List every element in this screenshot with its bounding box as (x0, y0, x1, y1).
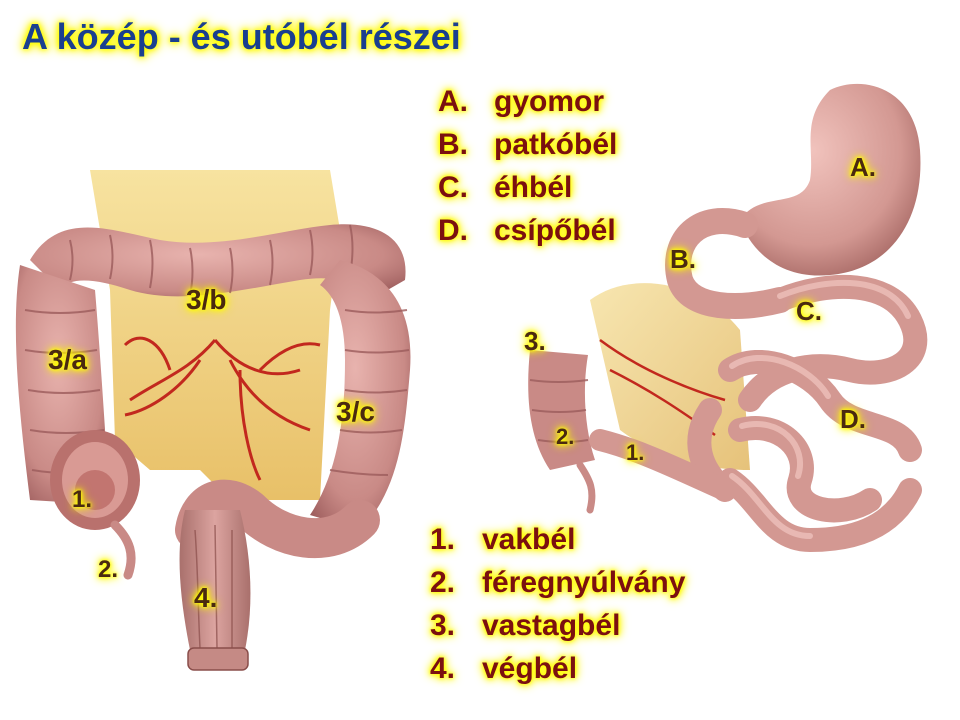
label-2-right: 2. (556, 424, 575, 449)
transverse-colon (30, 224, 406, 300)
legend-item: D. csípőbél (438, 209, 617, 252)
page-title: A közép - és utóbél részei (22, 16, 461, 57)
label-3b: 3/b (186, 284, 227, 315)
terminal-ileum (589, 429, 736, 501)
legend-text: csípőbél (494, 213, 616, 247)
legend-key: 3. (430, 608, 456, 642)
legend-key: C. (438, 170, 468, 204)
appendix (110, 520, 136, 580)
legend-key: 4. (430, 651, 456, 685)
legend-text: patkóbél (494, 127, 618, 161)
label-1-right: 1. (626, 440, 645, 465)
legend-text: végbél (482, 651, 578, 685)
legend-item: A. gyomor (438, 80, 617, 123)
legend-key: D. (438, 213, 468, 247)
legend-text: vastagbél (482, 608, 621, 642)
legend-text: vakbél (482, 522, 576, 556)
sigmoid-colon (175, 479, 380, 559)
legend-text: éhbél (494, 170, 573, 204)
label-4: 4. (194, 582, 218, 613)
label-3: 3. (524, 326, 546, 356)
legend-digestive-parts: A. gyomor B. patkóbél C. éhbél D. csípőb… (438, 80, 617, 252)
label-3c: 3/c (336, 396, 375, 427)
legend-item: 2. féregnyúlvány (430, 561, 685, 604)
appendix (576, 461, 596, 514)
legend-item: 1. vakbél (430, 518, 685, 561)
label-3a: 3/a (48, 344, 87, 375)
legend-text: féregnyúlvány (482, 565, 686, 599)
label-A: A. (850, 152, 876, 182)
legend-item: C. éhbél (438, 166, 617, 209)
large-intestine-illustration (15, 170, 411, 671)
rectum (179, 510, 251, 671)
stomach (740, 83, 921, 276)
cecum (50, 430, 140, 530)
label-B: B. (670, 244, 696, 274)
label-1: 1. (72, 486, 93, 513)
legend-key: 1. (430, 522, 456, 556)
legend-large-intestine-parts: 1. vakbél 2. féregnyúlvány 3. vastagbél … (430, 518, 685, 690)
legend-item: 4. végbél (430, 647, 685, 690)
small-intestine-illustration (528, 83, 928, 553)
label-2: 2. (98, 556, 119, 583)
legend-text: gyomor (494, 84, 605, 118)
small-intestine-highlights (729, 279, 911, 539)
legend-key: A. (438, 84, 468, 118)
legend-key: 2. (430, 565, 456, 599)
blood-vessels (123, 336, 321, 481)
label-D: D. (840, 404, 866, 434)
legend-item: 3. vastagbél (430, 604, 685, 647)
descending-colon (310, 260, 411, 530)
legend-key: B. (438, 127, 468, 161)
colon-segment (528, 350, 595, 470)
label-C: C. (796, 296, 822, 326)
duodenum (665, 208, 793, 319)
legend-item: B. patkóbél (438, 123, 617, 166)
